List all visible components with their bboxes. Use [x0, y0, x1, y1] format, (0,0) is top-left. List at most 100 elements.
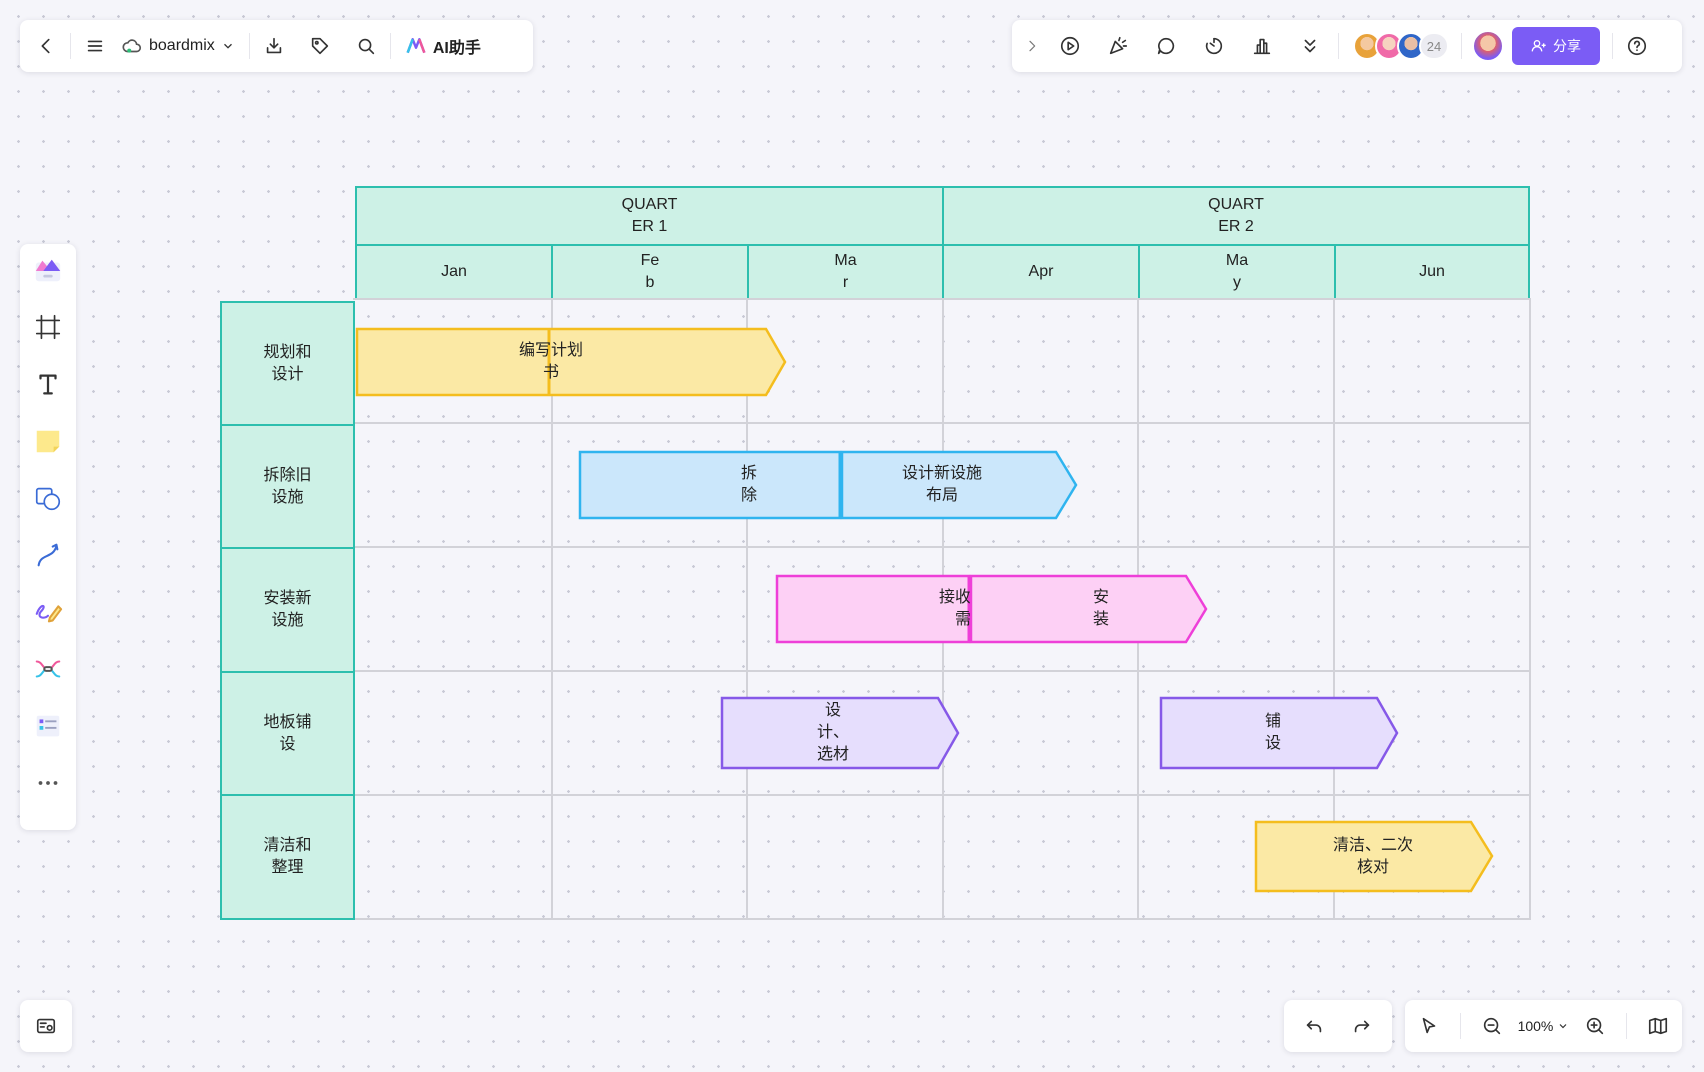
table-tool-button[interactable]	[28, 708, 68, 744]
present-button[interactable]	[1052, 28, 1088, 64]
more-tools-button[interactable]	[1292, 28, 1328, 64]
tag-button[interactable]	[302, 28, 338, 64]
text-icon	[39, 374, 57, 395]
quarter-header-1[interactable]: QUARTER 1	[355, 186, 944, 246]
more-tools-button-left[interactable]	[28, 765, 68, 801]
timer-button[interactable]	[1196, 28, 1232, 64]
text-tool-button[interactable]	[28, 366, 68, 402]
app-name: boardmix	[149, 37, 215, 54]
undo-button[interactable]	[1296, 1008, 1332, 1044]
template-icon	[35, 259, 61, 282]
task-bar-client-needs[interactable]: 接收客户需求	[775, 574, 1003, 644]
user-avatar[interactable]	[1472, 30, 1504, 62]
avatar-count-badge: 24	[1419, 32, 1449, 60]
ai-assistant-button[interactable]: AI助手	[397, 34, 489, 58]
search-button[interactable]	[348, 28, 384, 64]
chevrons-down-icon	[1304, 39, 1316, 53]
cursor-icon	[1422, 1017, 1436, 1034]
task-bar-clean-check[interactable]: 清洁、二次核对	[1254, 820, 1494, 893]
divider	[1461, 33, 1462, 59]
grid-line	[551, 298, 553, 920]
frame-tool-button[interactable]	[28, 309, 68, 345]
task-label: 拆除	[740, 465, 757, 504]
more-icon	[38, 781, 58, 785]
collaborator-avatars[interactable]: 24	[1353, 32, 1449, 60]
divider	[1338, 33, 1339, 59]
grid-line	[353, 670, 1531, 672]
month-header-may[interactable]: May	[1138, 244, 1336, 300]
month-header-apr[interactable]: Apr	[942, 244, 1140, 300]
month-header-feb[interactable]: Feb	[551, 244, 749, 300]
guide-button[interactable]	[1640, 1008, 1676, 1044]
redo-icon	[1354, 1020, 1370, 1033]
task-label: 安装	[1092, 589, 1109, 628]
left-toolbar	[20, 244, 76, 830]
file-name-dropdown[interactable]: boardmix	[113, 35, 243, 57]
connector-tool-button[interactable]	[28, 537, 68, 573]
select-tool-button[interactable]	[1411, 1008, 1447, 1044]
task-label: 设计、选材	[816, 702, 849, 763]
comment-button[interactable]	[1148, 28, 1184, 64]
search-icon	[358, 38, 374, 55]
connector-icon	[37, 543, 59, 567]
task-label: 设计新设施布局	[901, 465, 982, 504]
row-header-installation[interactable]: 安装新设施	[220, 547, 355, 673]
help-button[interactable]	[1619, 28, 1655, 64]
task-label: 铺设	[1264, 713, 1281, 752]
frame-icon	[35, 314, 61, 340]
month-header-jan[interactable]: Jan	[355, 244, 553, 300]
task-label: 编写计划书	[518, 342, 583, 381]
zoom-out-button[interactable]	[1474, 1008, 1510, 1044]
back-button[interactable]	[28, 28, 64, 64]
task-bar-shape	[720, 696, 960, 770]
zoom-level-dropdown[interactable]: 100%	[1518, 1018, 1570, 1034]
task-bar-install[interactable]: 安装	[969, 574, 1208, 644]
task-bar-shape	[969, 574, 1208, 644]
zoom-in-icon	[1586, 1017, 1603, 1035]
redo-button[interactable]	[1344, 1008, 1380, 1044]
month-header-jun[interactable]: Jun	[1334, 244, 1530, 300]
party-popper-icon	[1109, 36, 1128, 55]
row-header-demolition[interactable]: 拆除旧设施	[220, 424, 355, 549]
zoom-in-button[interactable]	[1577, 1008, 1613, 1044]
vote-button[interactable]	[1244, 28, 1280, 64]
play-icon	[1060, 36, 1080, 56]
shapes-icon	[35, 487, 61, 511]
menu-button[interactable]	[77, 28, 113, 64]
celebrate-button[interactable]	[1100, 28, 1136, 64]
quarter-header-2[interactable]: QUARTER 2	[942, 186, 1530, 246]
month-header-mar[interactable]: Mar	[747, 244, 944, 300]
grid-line	[353, 422, 1531, 424]
task-label: 清洁、二次核对	[1332, 836, 1413, 876]
template-button[interactable]	[28, 252, 68, 288]
shape-tool-button[interactable]	[28, 480, 68, 516]
expand-toolbar-button[interactable]	[1020, 28, 1044, 64]
chevron-right-icon	[1029, 40, 1036, 52]
task-bar-design-layout[interactable]: 设计新设施布局	[840, 450, 1078, 520]
tag-icon	[311, 37, 328, 55]
divider	[70, 33, 71, 59]
minimap-button[interactable]	[28, 1008, 64, 1044]
download-icon	[266, 37, 282, 54]
task-bar-write-plan[interactable]: 编写计划书	[355, 327, 787, 397]
task-bar-shape	[578, 450, 842, 520]
sticky-note-button[interactable]	[28, 423, 68, 459]
mindmap-tool-button[interactable]	[28, 651, 68, 687]
minimap-icon	[36, 1018, 56, 1034]
mindmap-icon	[35, 660, 61, 678]
undo-icon	[1306, 1020, 1322, 1033]
chevron-down-icon	[223, 43, 232, 49]
pen-tool-button[interactable]	[28, 594, 68, 630]
row-header-cleaning[interactable]: 清洁和整理	[220, 794, 355, 920]
task-bar-demolish[interactable]: 拆除	[578, 450, 842, 520]
share-button[interactable]: 分享	[1512, 27, 1600, 65]
task-bar-lay-floor[interactable]: 铺设	[1159, 696, 1399, 770]
share-label: 分享	[1553, 38, 1581, 54]
row-header-planning[interactable]: 规划和设计	[220, 301, 355, 426]
divider	[389, 33, 391, 59]
download-button[interactable]	[256, 28, 292, 64]
row-header-flooring[interactable]: 地板铺设	[220, 671, 355, 796]
divider	[1612, 33, 1613, 59]
task-bar-design-material[interactable]: 设计、选材	[720, 696, 960, 770]
